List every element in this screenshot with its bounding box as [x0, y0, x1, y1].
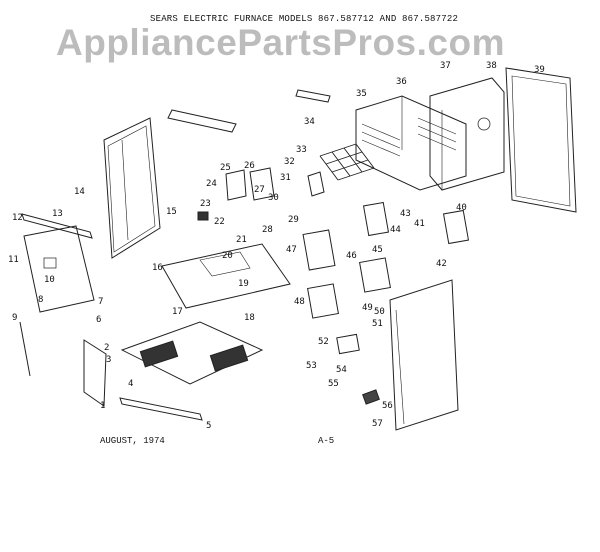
back-panel-shape — [505, 67, 577, 213]
side-panel-shape — [103, 117, 161, 259]
part-label: 38 — [486, 61, 497, 71]
part-label: 7 — [98, 297, 103, 307]
part-label: 35 — [356, 89, 367, 99]
part-label: 45 — [372, 245, 383, 255]
part-label: 46 — [346, 251, 357, 261]
front-panel-shape — [23, 225, 95, 313]
part-label: 32 — [284, 157, 295, 167]
heater-box-shape — [355, 95, 467, 191]
part-label: 28 — [262, 225, 273, 235]
page-label: A-5 — [318, 436, 335, 446]
part-label: 30 — [268, 193, 279, 203]
part-label: 53 — [306, 361, 317, 371]
part-label: 10 — [44, 275, 55, 285]
diagram-title: SEARS ELECTRIC FURNACE MODELS 867.587712… — [150, 14, 459, 24]
part-label: 44 — [390, 225, 401, 235]
part-label: 17 — [172, 307, 183, 317]
part-label: 2 — [104, 343, 109, 353]
part-label: 8 — [38, 295, 43, 305]
watermark: AppliancePartsPros.com — [56, 22, 505, 63]
part-label: 4 — [128, 379, 133, 389]
part-label: 20 — [222, 251, 233, 261]
part-label: 56 — [382, 401, 393, 411]
filter-tray-shape — [120, 321, 264, 385]
part-label: 5 — [206, 421, 211, 431]
part-label: 29 — [288, 215, 299, 225]
part-label: 49 — [362, 303, 373, 313]
part-label: 33 — [296, 145, 307, 155]
part-label: 14 — [74, 187, 85, 197]
part-label: 31 — [280, 173, 291, 183]
part-label: 18 — [244, 313, 255, 323]
part-label: 39 — [534, 65, 545, 75]
part-label: 19 — [238, 279, 249, 289]
base-shape — [161, 243, 291, 309]
control-panel-shape — [389, 279, 459, 431]
part-label: 27 — [254, 185, 265, 195]
part-label: 55 — [328, 379, 339, 389]
part-label: 25 — [220, 163, 231, 173]
part-label: 57 — [372, 419, 383, 429]
part-label: 24 — [206, 179, 217, 189]
part-label: 15 — [166, 207, 177, 217]
part-label: 37 — [440, 61, 451, 71]
part-label: 23 — [200, 199, 211, 209]
part-label: 22 — [214, 217, 225, 227]
part-label: 48 — [294, 297, 305, 307]
part-label: 13 — [52, 209, 63, 219]
part-label: 41 — [414, 219, 425, 229]
part-label: 11 — [8, 255, 19, 265]
part-label: 54 — [336, 365, 347, 375]
part-label: 1 — [100, 401, 105, 411]
part-label: 21 — [236, 235, 247, 245]
part-label: 43 — [400, 209, 411, 219]
part-label: 42 — [436, 259, 447, 269]
part-label: 51 — [372, 319, 383, 329]
part-label: 34 — [304, 117, 315, 127]
part-label: 52 — [318, 337, 329, 347]
part-label: 9 — [12, 313, 17, 323]
part-label: 50 — [374, 307, 385, 317]
part-label: 47 — [286, 245, 297, 255]
part-label: 3 — [106, 355, 111, 365]
part-label: 6 — [96, 315, 101, 325]
part-number-labels: 1 2 3 4 5 6 7 8 9 10 11 12 13 14 15 16 1… — [8, 61, 545, 431]
date-label: AUGUST, 1974 — [100, 436, 165, 446]
part-label: 16 — [152, 263, 163, 273]
part-label: 36 — [396, 77, 407, 87]
part-label: 26 — [244, 161, 255, 171]
part-label: 12 — [12, 213, 23, 223]
part-label: 40 — [456, 203, 467, 213]
heating-element-shape — [319, 143, 375, 181]
